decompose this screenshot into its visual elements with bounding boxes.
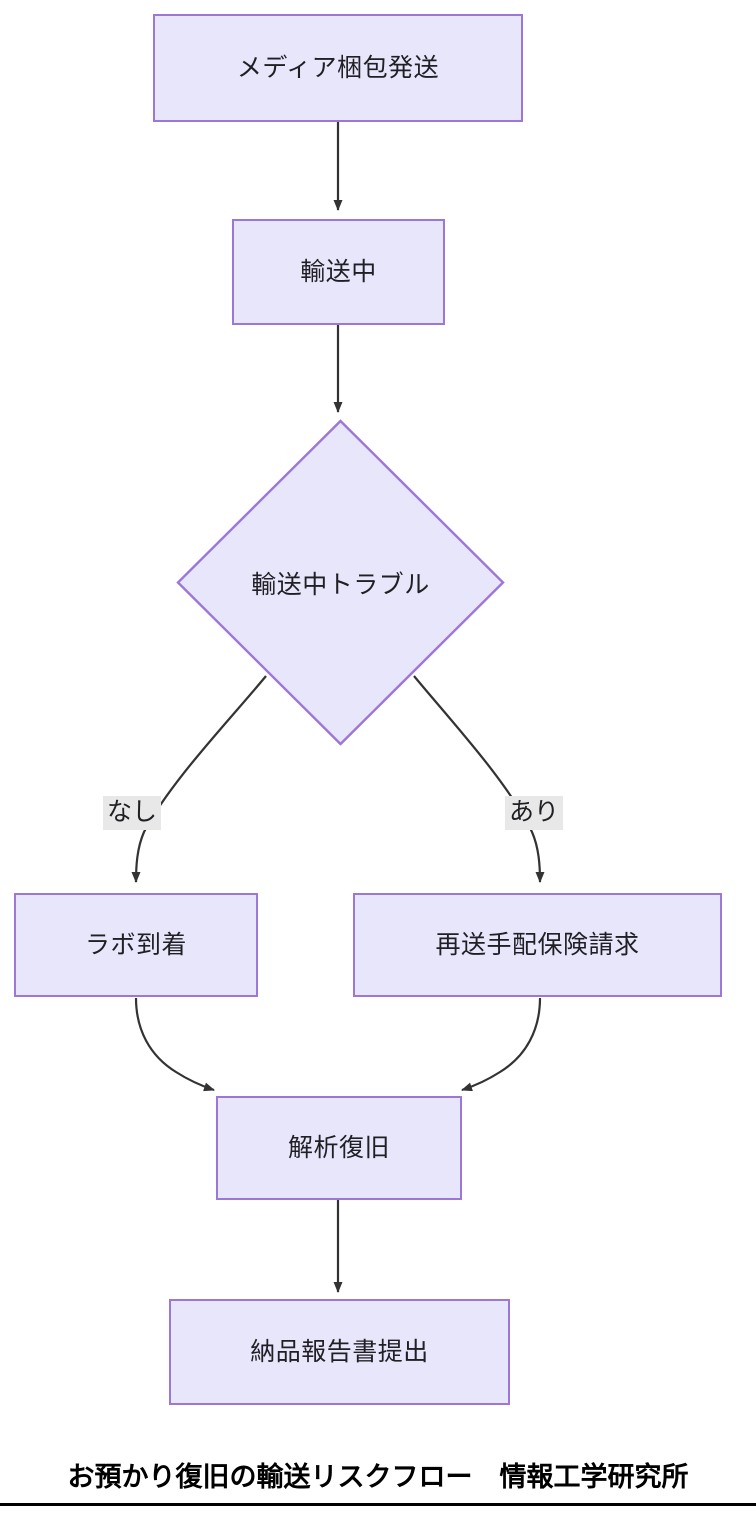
node-label: ラボ到着 [84,931,187,959]
edge-label-yes: あり [505,796,564,830]
node-label: 納品報告書提出 [250,1338,429,1366]
node-label: 解析復旧 [287,1134,390,1162]
node-transit-trouble-decision[interactable]: 輸送中トラブル [176,419,505,746]
node-label: メディア梱包発送 [236,54,440,82]
edge-reship-to-recovery [461,997,542,1092]
edge-lab-to-recovery [134,997,215,1092]
edge-label-no: なし [103,796,162,830]
node-analysis-recovery[interactable]: 解析復旧 [216,1096,462,1200]
caption-underline [0,1503,756,1506]
node-reship-insurance-claim[interactable]: 再送手配保険請求 [353,893,722,997]
node-in-transit[interactable]: 輸送中 [232,219,445,325]
diamond-shape [176,419,505,746]
node-delivery-report-submission[interactable]: 納品報告書提出 [169,1299,510,1405]
diagram-caption: お預かり復旧の輸送リスクフロー 情報工学研究所 [67,1462,689,1492]
node-label: 再送手配保険請求 [435,931,640,959]
node-label: 輸送中 [300,258,377,286]
node-lab-arrival[interactable]: ラボ到着 [14,893,258,997]
node-media-packing-shipment[interactable]: メディア梱包発送 [153,14,523,122]
node-label: 輸送中トラブル [251,570,430,599]
